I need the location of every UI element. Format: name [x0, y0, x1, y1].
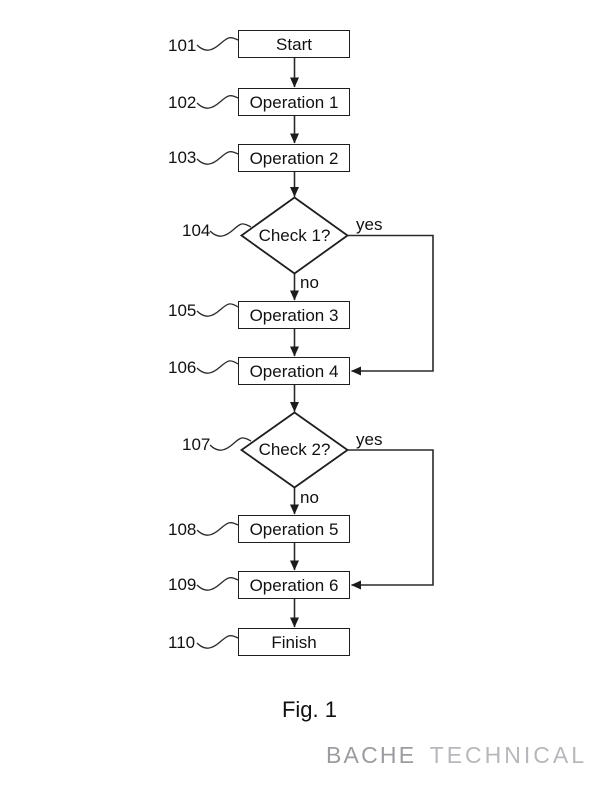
leader-line-102 — [196, 95, 239, 109]
ref-numeral-107: 107 — [182, 435, 211, 454]
ref-numeral-106: 106 — [168, 358, 197, 377]
branding-secondary-text: TECHNICAL — [429, 742, 587, 768]
branch-label-no-check2: no — [300, 488, 319, 507]
flow-node-operation3: Operation 3 — [238, 301, 350, 329]
leader-line-103 — [196, 151, 239, 165]
flow-node-operation1: Operation 1 — [238, 88, 350, 116]
edge-check2-yes-to-op6 — [347, 449, 434, 590]
ref-numeral-101: 101 — [168, 36, 197, 55]
branch-label-yes-check2: yes — [356, 430, 383, 449]
flow-node-operation5: Operation 5 — [238, 515, 350, 543]
ref-numeral-102: 102 — [168, 93, 197, 112]
flow-node-operation2: Operation 2 — [238, 144, 350, 172]
ref-numeral-105: 105 — [168, 301, 197, 320]
leader-line-109 — [196, 577, 239, 591]
decision-shape-check1 — [239, 196, 350, 275]
ref-numeral-110: 110 — [168, 633, 196, 652]
leader-line-107 — [209, 437, 252, 451]
flow-node-operation6: Operation 6 — [238, 571, 350, 599]
branch-label-no-check1: no — [300, 273, 319, 292]
leader-line-106 — [196, 360, 239, 374]
branding-primary-text: BACHE — [326, 742, 417, 768]
ref-numeral-109: 109 — [168, 575, 197, 594]
flow-node-check1-label: Check 1? — [258, 226, 331, 245]
flow-node-operation4: Operation 4 — [238, 357, 350, 385]
decision-shape-check2 — [239, 411, 350, 489]
ref-numeral-103: 103 — [168, 148, 197, 167]
leader-line-104 — [209, 223, 252, 237]
branding-logo: BACHE TECHNICAL — [326, 744, 587, 767]
ref-numeral-108: 108 — [168, 520, 197, 539]
edge-check1-yes-to-op4 — [347, 234, 434, 376]
branch-label-yes-check1: yes — [356, 215, 383, 234]
flow-node-start: Start — [238, 30, 350, 58]
leader-line-101 — [196, 37, 239, 51]
leader-line-110 — [196, 635, 239, 649]
leader-line-105 — [196, 303, 239, 317]
figure-caption: Fig. 1 — [281, 697, 338, 722]
leader-line-108 — [196, 522, 239, 536]
ref-numeral-104: 104 — [182, 221, 211, 240]
flow-node-finish: Finish — [238, 628, 350, 656]
flow-node-check2-label: Check 2? — [258, 440, 331, 459]
